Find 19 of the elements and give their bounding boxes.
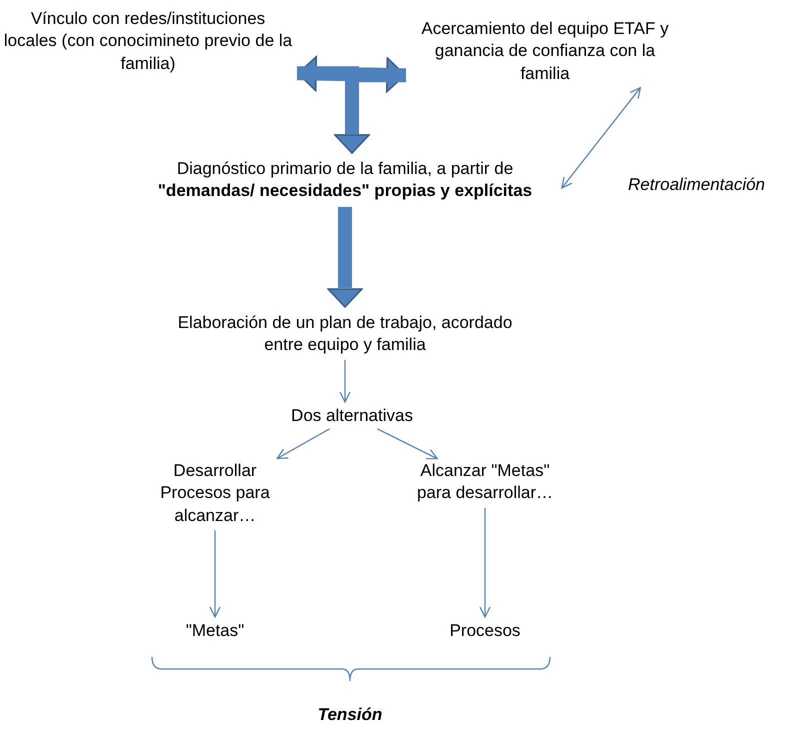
block-arrow <box>327 206 363 308</box>
arrow <box>339 360 351 403</box>
step-text: Desarrollar Procesos para alcanzar… <box>140 460 290 528</box>
step-text: Vínculo con redes/instituciones locales (con conocimineto previo de la familia) <box>3 8 293 76</box>
arrow <box>209 530 221 618</box>
step-text: Acercamiento del equipo ETAF y ganancia de confianza con la familia <box>410 18 680 86</box>
step-text: Elaboración de un plan de trabajo, acordado entre equipo y familia <box>165 312 525 357</box>
feedback-label: Retroalimentación <box>628 175 766 195</box>
step-text: Alcanzar "Metas" para desarrollar… <box>405 460 565 505</box>
arrow <box>276 428 330 460</box>
step-text: Procesos <box>450 620 520 642</box>
step-text: Dos alternativas <box>291 405 413 428</box>
tension-label: Tensión <box>318 705 382 725</box>
step-text: Diagnóstico primario de la familia, a partir de "demandas/ necesidades" propias y explícitas <box>130 158 560 203</box>
arrow <box>479 508 491 618</box>
block-arrow <box>334 68 406 154</box>
arrow <box>561 87 641 189</box>
arrow <box>376 428 438 460</box>
step-text: "Metas" <box>186 620 244 642</box>
